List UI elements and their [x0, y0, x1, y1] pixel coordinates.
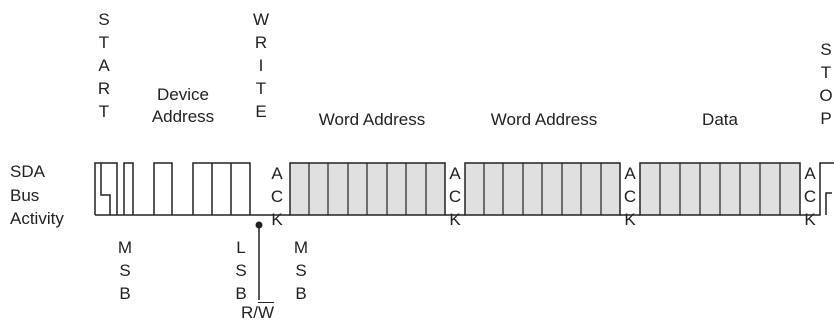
ack-gap-3	[800, 162, 834, 216]
device-bit-1	[123, 162, 134, 215]
device-bit-2	[153, 162, 173, 215]
data-dividers	[659, 163, 781, 215]
device-bits-3-7	[192, 162, 251, 215]
sda-label-line-3: Activity	[10, 209, 64, 228]
sda-label-line-1: SDA	[10, 162, 45, 181]
stop-transition	[825, 192, 832, 215]
device-address-label-line-2: Address	[151, 107, 215, 126]
sda-label-line-2: Bus	[10, 186, 40, 205]
word-address-2-dividers	[483, 163, 602, 215]
word-address-1-dividers	[308, 163, 427, 215]
rw-marker-dot	[255, 221, 263, 229]
start-transition	[100, 163, 111, 215]
start-bit	[94, 162, 118, 215]
word-address-2-label: Word Address	[490, 110, 598, 129]
device-address-label-line-1: Device	[157, 85, 209, 104]
rw-label: R/W	[241, 303, 275, 322]
word-address-1-label: Word Address	[318, 110, 426, 129]
data-label: Data	[702, 110, 738, 129]
